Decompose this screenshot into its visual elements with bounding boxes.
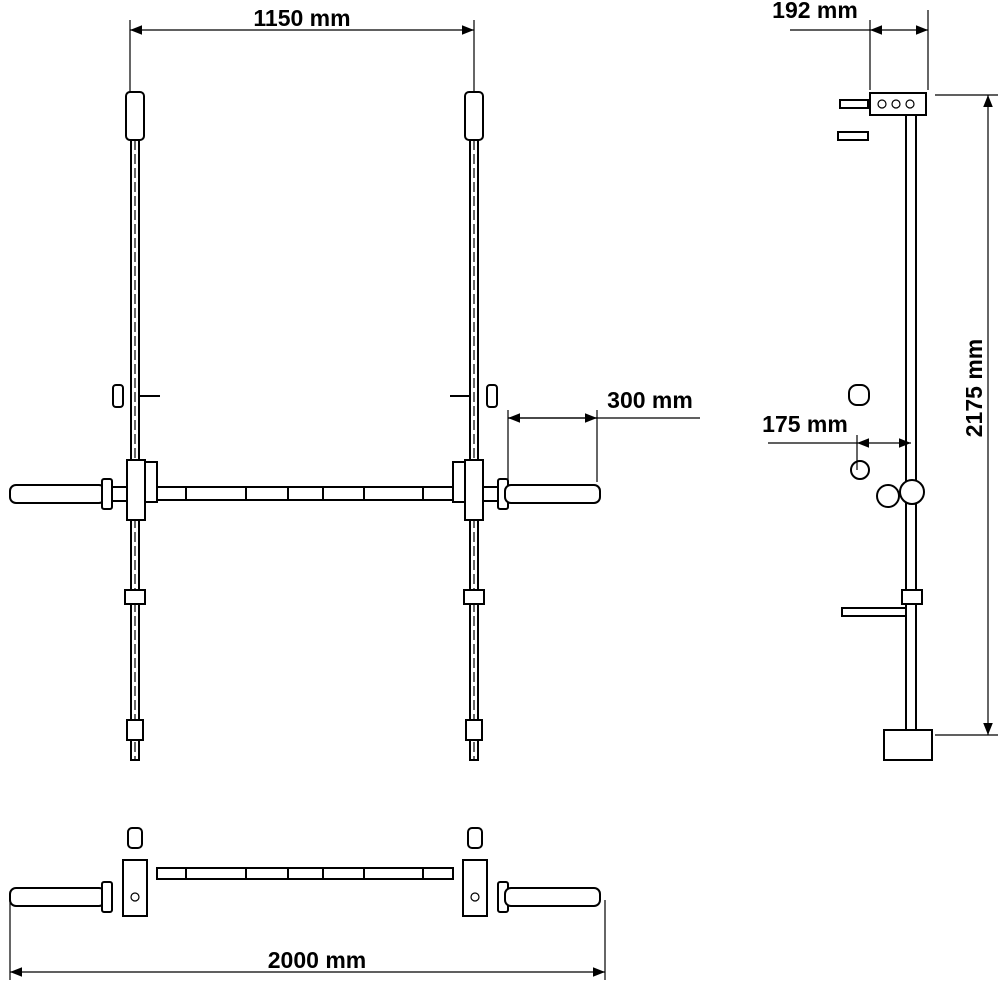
top-view [9, 827, 601, 917]
dimension-label: 175 mm [762, 411, 848, 437]
dimension-label: 2175 mm [961, 339, 987, 437]
left-upright [112, 91, 160, 761]
dimension-height: 2175 mm [935, 94, 998, 736]
right-upright [450, 91, 498, 761]
dimension-label: 1150 mm [253, 5, 350, 31]
side-view [837, 92, 933, 761]
dimension-label: 192 mm [772, 0, 858, 23]
dimension-bar-offset: 175 mm [762, 411, 911, 470]
dimension-bracket-depth: 192 mm [772, 0, 929, 90]
front-view [9, 91, 601, 761]
dimension-upright-spacing: 1150 mm [129, 5, 475, 92]
barbell [9, 478, 601, 510]
dimension-sleeve-length: 300 mm [507, 387, 700, 482]
dimension-bar-length: 2000 mm [9, 900, 606, 980]
dimension-label: 2000 mm [268, 947, 366, 973]
dimension-label: 300 mm [607, 387, 693, 413]
